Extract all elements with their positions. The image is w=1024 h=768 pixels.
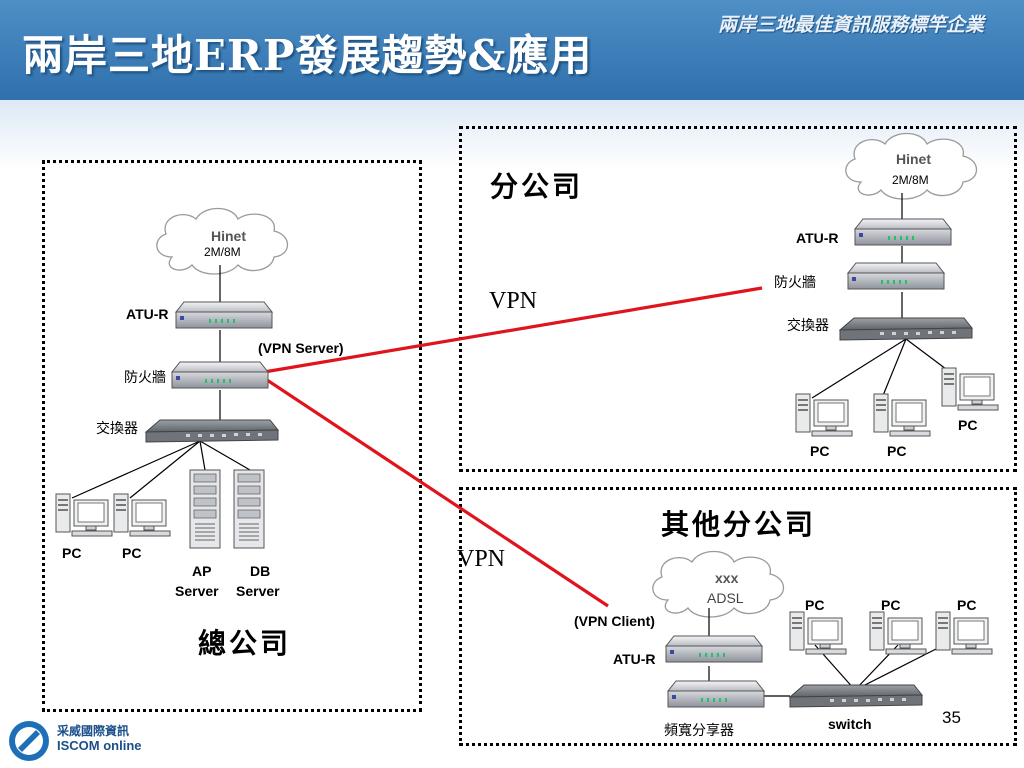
- other-pc-3: [935, 611, 993, 655]
- branch-pc-3: [941, 367, 999, 411]
- branch-switch-label: 交換器: [787, 318, 829, 334]
- hq-pc2-label: PC: [122, 545, 142, 561]
- brand-tagline: 兩岸三地最佳資訊服務標竿企業: [718, 14, 985, 36]
- hq-links: [71, 265, 251, 499]
- hq-box: [42, 160, 422, 712]
- branch-atu-r-label: ATU-R: [796, 230, 839, 246]
- branch-cloud-speed: 2M/8M: [892, 173, 929, 187]
- branch-box: [459, 126, 1017, 472]
- other-switch-label: switch: [828, 716, 872, 732]
- other-pc-2: [869, 611, 927, 655]
- hq-db-server: [233, 469, 265, 549]
- other-pc1-label: PC: [805, 597, 825, 613]
- hq-atu-r-label: ATU-R: [126, 306, 169, 322]
- other-pc3-label: PC: [957, 597, 977, 613]
- other-sharer-device: [667, 680, 765, 708]
- page-number: 35: [942, 708, 961, 727]
- hq-switch-device: [145, 419, 279, 443]
- logo-company-name: 采威國際資訊: [57, 724, 130, 738]
- branch-switch-device: [839, 317, 973, 341]
- hq-cloud-speed: 2M/8M: [204, 245, 241, 259]
- other-branch-vpn-label: VPN: [457, 546, 506, 572]
- other-sharer-label: 頻寬分享器: [664, 723, 734, 739]
- branch-cloud-name: Hinet: [896, 151, 931, 167]
- hq-ap-server: [189, 469, 221, 549]
- hq-firewall-device: [171, 361, 269, 389]
- hq-pc1-label: PC: [62, 545, 82, 561]
- iscom-logo-icon: [9, 721, 49, 761]
- branch-pc-2: [873, 393, 931, 437]
- hq-title: 總公司: [198, 627, 292, 660]
- other-branch-box: [459, 487, 1017, 746]
- branch-pc3-label: PC: [958, 417, 978, 433]
- hq-vpn-server-label: (VPN Server): [258, 340, 344, 356]
- branch-links: [811, 193, 951, 399]
- hq-ap-server-line1: AP: [192, 563, 212, 579]
- branch-vpn-label: VPN: [489, 288, 538, 314]
- hq-pc-2: [113, 493, 171, 537]
- branch-atu-r-device: [854, 218, 952, 246]
- other-atu-r-label: ATU-R: [613, 651, 656, 667]
- hq-atu-r-device: [175, 301, 273, 329]
- other-vpn-client-label: (VPN Client): [574, 613, 655, 629]
- branch-pc2-label: PC: [887, 443, 907, 459]
- hq-firewall-label: 防火牆: [124, 370, 166, 386]
- vpn-links: [263, 286, 763, 608]
- header-fade: [0, 100, 1024, 170]
- slide-title: 兩岸三地ERP發展趨勢&應用: [22, 31, 593, 80]
- hq-switch-label: 交換器: [96, 421, 138, 437]
- hq-db-server-line1: DB: [250, 563, 271, 579]
- logo-brand: ISCOM online: [57, 738, 142, 753]
- hq-cloud-name: Hinet: [211, 228, 246, 244]
- hq-pc-1: [55, 493, 113, 537]
- branch-pc-1: [795, 393, 853, 437]
- branch-firewall-device: [847, 262, 945, 290]
- other-pc2-label: PC: [881, 597, 901, 613]
- other-branch-title: 其他分公司: [661, 508, 817, 541]
- hq-db-server-line2: Server: [236, 583, 280, 599]
- other-switch-device: [789, 684, 923, 708]
- other-atu-r-device: [665, 635, 763, 663]
- branch-title: 分公司: [490, 170, 584, 203]
- branch-pc1-label: PC: [810, 443, 830, 459]
- other-cloud-name: xxx: [715, 570, 739, 586]
- branch-firewall-label: 防火牆: [774, 275, 816, 291]
- other-cloud-speed: ADSL: [707, 590, 744, 606]
- slide-header: [0, 0, 1024, 100]
- hq-ap-server-line2: Server: [175, 583, 219, 599]
